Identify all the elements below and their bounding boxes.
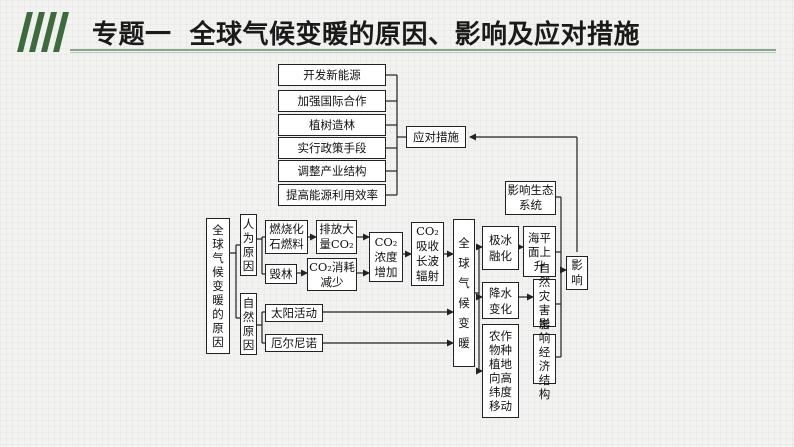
impact-box: 影响	[566, 256, 588, 290]
solar-activity-box: 太阳活动	[265, 304, 323, 322]
natural-cause-box: 自然原因	[240, 293, 257, 355]
crop-shift-box: 农作物种植地向高纬度移动	[482, 324, 519, 418]
deforest-box: 毁林	[265, 264, 297, 284]
topic-label: 专题一	[92, 20, 172, 50]
measure-item: 调整产业结构	[278, 160, 386, 182]
co2-increase-box: CO₂浓度增加	[369, 232, 403, 282]
measure-item: 实行政策手段	[278, 137, 386, 159]
co2-absorb-box: CO₂吸收长波辐射	[411, 222, 444, 286]
human-cause-box: 人为原因	[240, 214, 257, 276]
topic-title: 全球气候变暖的原因、影响及应对措施	[189, 20, 641, 50]
measure-item: 提高能源利用效率	[278, 184, 386, 206]
ice-melt-box: 极冰融化	[482, 226, 519, 270]
header-divider-thin	[70, 52, 776, 53]
co2-less-absorb-box: CO₂消耗减少	[307, 258, 357, 291]
measure-item: 植树造林	[278, 114, 386, 136]
global-warming-box: 全球气候变暖	[453, 219, 475, 367]
measure-item: 开发新能源	[278, 64, 386, 86]
header-divider	[70, 49, 776, 51]
warming-cause-box: 全球气候变暖的原因	[206, 218, 230, 354]
emit-co2-box: 排放大量CO₂	[316, 220, 357, 254]
precip-change-box: 降水变化	[482, 282, 519, 319]
burn-fuel-box: 燃烧化石燃料	[265, 220, 308, 254]
header: 专题一全球气候变暖的原因、影响及应对措施	[0, 0, 794, 60]
sea-rise-box: 海平面上升	[523, 226, 556, 277]
ecosystem-box: 影响生态系统	[505, 181, 556, 215]
economy-box: 影响经济结构	[533, 317, 556, 401]
measure-item: 加强国际合作	[278, 90, 386, 112]
page-title: 专题一全球气候变暖的原因、影响及应对措施	[92, 14, 640, 51]
response-measures-box: 应对措施	[406, 126, 466, 148]
el-nino-box: 厄尔尼诺	[265, 334, 323, 352]
